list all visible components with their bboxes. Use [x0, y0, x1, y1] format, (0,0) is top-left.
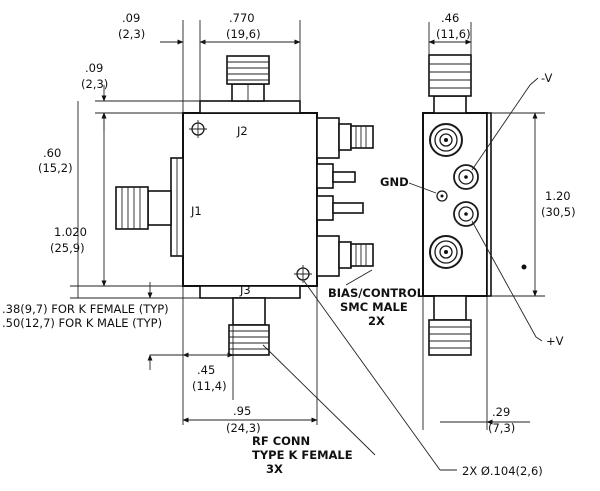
- dim-side-bottom-inch: .29: [492, 405, 510, 419]
- dim-side-top-inch: .46: [441, 11, 459, 25]
- front-housing: [182, 112, 318, 287]
- note-k-female: .38(9,7) FOR K FEMALE (TYP): [2, 302, 169, 316]
- j2-connector: [226, 55, 270, 102]
- dim-top-width-mm: (19,6): [226, 27, 261, 41]
- j3-connector: [228, 297, 270, 356]
- note-rf-line1: RF CONN: [252, 434, 310, 448]
- dim-left-60-inch: .60: [43, 146, 61, 160]
- dim-top-left-inch: .09: [122, 11, 140, 25]
- dim-side-top-mm: (11,6): [436, 27, 471, 41]
- dim-bottom-95-inch: .95: [233, 404, 251, 418]
- dim-side-height-inch: 1.20: [545, 189, 571, 203]
- side-nut-top: [429, 123, 463, 157]
- label-pos-v: +V: [546, 334, 564, 348]
- note-bias-line1: BIAS/CONTROL: [328, 286, 425, 300]
- dim-left-1020-mm: (25,9): [50, 241, 85, 255]
- dim-bottom-45-inch: .45: [197, 363, 215, 377]
- leaders: [262, 269, 457, 471]
- side-smc-neg: [453, 164, 479, 190]
- j2-flange: [199, 100, 301, 114]
- front-dimensions: [70, 20, 318, 425]
- dim-bottom-45-mm: (11,4): [192, 379, 227, 393]
- side-gnd-pin: [436, 190, 448, 202]
- dim-top-left-mm: (2,3): [118, 27, 145, 41]
- dim-top-width-inch: .770: [229, 11, 255, 25]
- note-k-male: .50(12,7) FOR K MALE (TYP): [2, 316, 162, 330]
- front-view: J2 J1 J3: [115, 55, 374, 356]
- dim-left-1020-inch: 1.020: [54, 225, 87, 239]
- side-smc-pos: [453, 201, 479, 227]
- note-rf-line2: TYPE K FEMALE: [252, 448, 353, 462]
- dim-side-height-mm: (30,5): [541, 205, 576, 219]
- j2-label: J2: [236, 124, 248, 138]
- mounting-hole-top-left: [189, 120, 207, 138]
- dim-left-60-mm: (15,2): [38, 161, 73, 175]
- dim-side-bottom-mm: (7,3): [488, 421, 515, 435]
- note-bias-line3: 2X: [368, 314, 385, 328]
- note-holes: 2X Ø.104(2,6): [462, 464, 543, 478]
- j1-connector: [115, 186, 172, 230]
- side-view: [408, 54, 543, 356]
- dim-upper-left-mm: (2,3): [81, 77, 108, 91]
- side-nut-bottom: [429, 235, 463, 269]
- note-rf-line3: 3X: [266, 462, 283, 476]
- dim-upper-left-inch: .09: [85, 61, 103, 75]
- right-smc-connectors: [316, 117, 374, 277]
- note-bias-line2: SMC MALE: [340, 300, 408, 314]
- side-housing: [422, 112, 488, 297]
- dim-bottom-95-mm: (24,3): [226, 421, 261, 435]
- j1-label: J1: [190, 204, 202, 218]
- j3-label: J3: [239, 283, 251, 297]
- mounting-hole-bottom-right: [294, 265, 312, 283]
- label-neg-v: -V: [541, 71, 552, 85]
- label-gnd: GND: [380, 175, 409, 189]
- side-dimensions: [422, 22, 545, 430]
